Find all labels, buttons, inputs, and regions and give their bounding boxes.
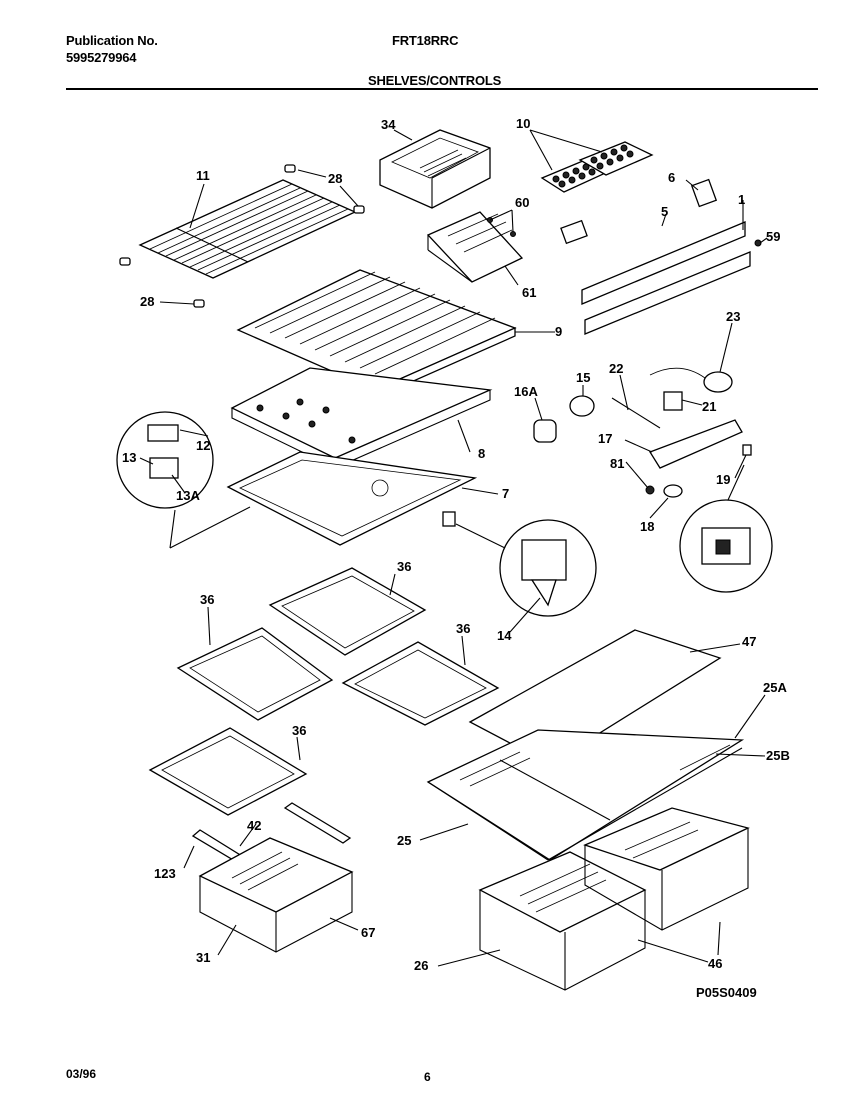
part-label: 36 <box>397 559 411 574</box>
air-duct-part <box>226 451 478 546</box>
part-label: 36 <box>292 723 306 738</box>
control-parts <box>533 367 752 498</box>
header-rule <box>66 88 818 90</box>
part-label: 7 <box>502 486 509 501</box>
dairy-shelf-part <box>426 211 524 283</box>
part-label: 19 <box>716 472 730 487</box>
part-label: 12 <box>196 438 210 453</box>
part-label: 25 <box>397 833 411 848</box>
detail-circle-14 <box>455 519 597 617</box>
part-label: 10 <box>516 116 530 131</box>
evaporator-cover-part <box>230 367 493 469</box>
part-label: 18 <box>640 519 654 534</box>
part-label: 13 <box>122 450 136 465</box>
publication-number: 5995279964 <box>66 50 137 65</box>
part-label: 11 <box>196 168 210 183</box>
part-label: 15 <box>576 370 590 385</box>
part-label: 22 <box>609 361 623 376</box>
detail-circle-left <box>116 411 251 549</box>
part-label: 47 <box>742 634 756 649</box>
part-label: 81 <box>610 456 624 471</box>
part-label: 36 <box>456 621 470 636</box>
crisper-drawers <box>478 807 750 991</box>
part-label: 31 <box>196 950 210 965</box>
part-label: 13A <box>176 488 200 503</box>
egg-tray-part <box>540 141 654 193</box>
section-title: SHELVES/CONTROLS <box>368 73 502 88</box>
crisper-cover-assembly <box>426 629 745 861</box>
part-label: 17 <box>598 431 612 446</box>
drawing-code: P05S0409 <box>696 985 757 1000</box>
part-label: 1 <box>738 192 745 207</box>
part-labels: 34 10 11 28 60 6 5 1 59 28 61 9 23 22 15… <box>122 116 790 1000</box>
part-label: 28 <box>328 171 342 186</box>
part-label: 67 <box>361 925 375 940</box>
footer-page-number: 6 <box>424 1070 431 1084</box>
part-label: 8 <box>478 446 485 461</box>
part-label: 36 <box>200 592 214 607</box>
part-label: 46 <box>708 956 722 971</box>
part-label: 21 <box>702 399 716 414</box>
part-label: 26 <box>414 958 428 973</box>
part-label: 123 <box>154 866 176 881</box>
model-number: FRT18RRC <box>392 33 459 48</box>
part-label: 25B <box>766 748 790 763</box>
meat-bin-part <box>379 129 491 209</box>
part-label: 16A <box>514 384 538 399</box>
part-label: 23 <box>726 309 740 324</box>
part-label: 25A <box>763 680 787 695</box>
footer-date: 03/96 <box>66 1067 97 1081</box>
small-drawer-part <box>198 837 354 953</box>
part-label: 42 <box>247 818 261 833</box>
part-label: 5 <box>661 204 668 219</box>
part-label: 14 <box>497 628 512 643</box>
part-label: 34 <box>381 117 396 132</box>
publication-label: Publication No. <box>66 33 158 48</box>
part-label: 61 <box>522 285 536 300</box>
glass-shelves <box>148 567 500 816</box>
detail-circle-19 <box>679 464 773 593</box>
part-label: 60 <box>515 195 529 210</box>
part-label: 6 <box>668 170 675 185</box>
leader-lines <box>139 129 768 967</box>
part-label: 9 <box>555 324 562 339</box>
part-label: 28 <box>140 294 154 309</box>
control-trim-part <box>560 178 762 335</box>
part-label: 59 <box>766 229 780 244</box>
